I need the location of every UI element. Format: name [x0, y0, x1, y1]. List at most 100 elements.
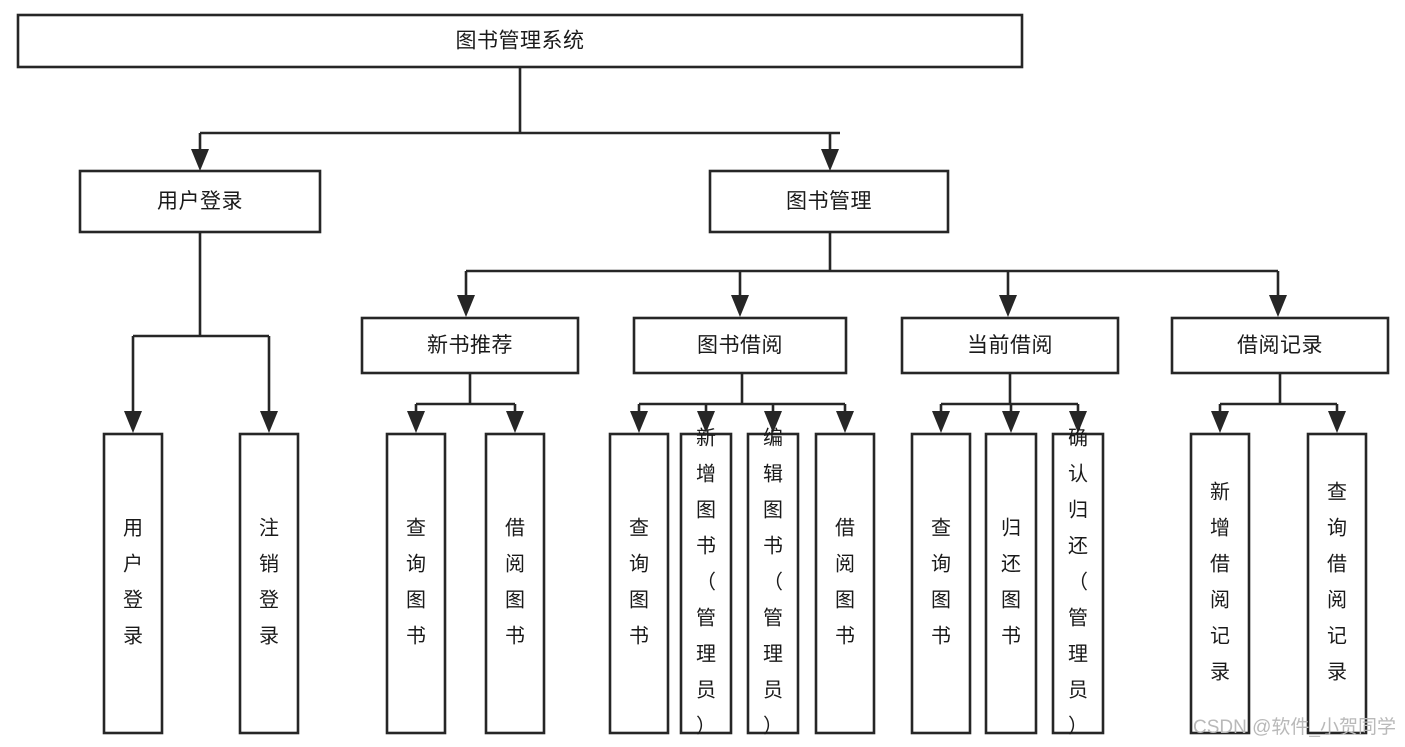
node-box	[608, 432, 670, 735]
connector-layer	[124, 67, 1346, 433]
connector-edge-cb-c2	[1002, 404, 1020, 433]
node-label: 图书管理系统	[456, 30, 585, 53]
node-box	[1051, 432, 1105, 735]
node-label: 新增图书（管理员）	[696, 427, 716, 738]
node-box	[238, 432, 300, 735]
node-box	[984, 432, 1038, 735]
connector-edge-br-c2	[1328, 404, 1346, 433]
node-label: 注销登录	[259, 517, 279, 648]
node-label: 当前借阅	[967, 334, 1053, 357]
node-label: 用户登录	[123, 518, 143, 648]
node-box	[814, 432, 876, 735]
node-new-book-recommend[interactable]: 新书推荐	[360, 316, 580, 375]
arrow-head-icon	[630, 411, 648, 433]
node-label: 归还图书	[1001, 517, 1021, 648]
node-box	[1306, 432, 1368, 735]
connector-edge-bm-current	[999, 271, 1017, 317]
arrow-head-icon	[697, 411, 715, 433]
connector-edge-bb-c1	[630, 404, 648, 433]
arrow-head-icon	[191, 149, 209, 171]
node-box	[632, 316, 848, 375]
node-label: 查询图书	[629, 517, 649, 648]
arrow-head-icon	[836, 411, 854, 433]
node-label: 查询图书	[931, 517, 951, 648]
connector-edge-cb-c1	[932, 404, 950, 433]
node-label: 图书管理	[786, 190, 872, 213]
arrow-head-icon	[731, 295, 749, 317]
connector-edge-cb-c3	[1069, 404, 1087, 433]
arrow-head-icon	[764, 411, 782, 433]
arrow-head-icon	[1211, 411, 1229, 433]
node-label: 用户登录	[157, 190, 243, 213]
node-box	[360, 316, 580, 375]
node-box	[708, 169, 950, 234]
node-label: 借阅图书	[505, 517, 525, 648]
connector-edge-root-book-manage	[821, 133, 839, 171]
arrow-head-icon	[1269, 295, 1287, 317]
arrow-head-icon	[457, 295, 475, 317]
node-layer: 图书管理系统用户登录图书管理新书推荐图书借阅当前借阅借阅记录用户登录注销登录查询…	[16, 13, 1390, 738]
arrow-head-icon	[999, 295, 1017, 317]
connector-edge-bm-borrow	[731, 271, 749, 317]
node-leaf-query-record[interactable]: 查询借阅记录	[1306, 432, 1368, 735]
connector-edge-root-user-login	[191, 133, 209, 171]
node-current-borrow[interactable]: 当前借阅	[900, 316, 1120, 375]
node-box	[900, 316, 1120, 375]
connector-edge-nbr-c1	[407, 404, 425, 433]
node-leaf-query-book-2[interactable]: 查询图书	[608, 432, 670, 735]
node-book-borrow[interactable]: 图书借阅	[632, 316, 848, 375]
arrow-head-icon	[1069, 411, 1087, 433]
arrow-head-icon	[506, 411, 524, 433]
connector-edge-bm-new-book	[457, 271, 475, 317]
csdn-watermark: CSDN @软件_小贺同学	[1193, 716, 1396, 738]
node-box	[16, 13, 1024, 69]
node-box	[910, 432, 972, 735]
node-leaf-edit-book[interactable]: 编辑图书（管理员）	[746, 427, 800, 738]
node-leaf-add-book[interactable]: 新增图书（管理员）	[679, 427, 733, 738]
node-leaf-add-record[interactable]: 新增借阅记录	[1189, 432, 1251, 735]
arrow-head-icon	[932, 411, 950, 433]
node-label: 查询借阅记录	[1327, 481, 1347, 684]
arrow-head-icon	[821, 149, 839, 171]
arrow-head-icon	[260, 411, 278, 433]
node-book-manage[interactable]: 图书管理	[708, 169, 950, 234]
node-box	[1189, 432, 1251, 735]
node-leaf-return-book[interactable]: 归还图书	[984, 432, 1038, 735]
node-box	[746, 432, 800, 735]
node-leaf-query-book-1[interactable]: 查询图书	[385, 432, 447, 735]
node-label: 借阅图书	[835, 517, 855, 648]
connector-edge-bb-c3	[764, 404, 782, 433]
connector-edge-login-c1	[124, 336, 142, 433]
connector-edge-br-c1	[1211, 404, 1229, 433]
node-box	[385, 432, 447, 735]
arrow-head-icon	[1002, 411, 1020, 433]
node-label: 确认归还（管理员）	[1068, 427, 1088, 738]
node-label: 借阅记录	[1237, 334, 1323, 357]
node-box	[1170, 316, 1390, 375]
node-box	[102, 432, 164, 735]
node-label: 图书借阅	[697, 334, 783, 357]
connector-edge-login-c2	[260, 336, 278, 433]
node-leaf-confirm-return[interactable]: 确认归还（管理员）	[1051, 427, 1105, 738]
node-leaf-query-book-3[interactable]: 查询图书	[910, 432, 972, 735]
connector-edge-nbr-c2	[506, 404, 524, 433]
node-borrow-record[interactable]: 借阅记录	[1170, 316, 1390, 375]
node-box	[78, 169, 322, 234]
node-user-login[interactable]: 用户登录	[78, 169, 322, 234]
node-leaf-logout[interactable]: 注销登录	[238, 432, 300, 735]
node-root[interactable]: 图书管理系统	[16, 13, 1024, 69]
node-label: 新增借阅记录	[1210, 481, 1230, 684]
node-leaf-user-login[interactable]: 用户登录	[102, 432, 164, 735]
node-box	[484, 432, 546, 735]
node-leaf-borrow-book-2[interactable]: 借阅图书	[814, 432, 876, 735]
node-label: 新书推荐	[427, 334, 513, 357]
connector-edge-bb-c4	[836, 404, 854, 433]
connector-edge-bm-record	[1269, 271, 1287, 317]
arrow-head-icon	[124, 411, 142, 433]
arrow-head-icon	[407, 411, 425, 433]
node-box	[679, 432, 733, 735]
arrow-head-icon	[1328, 411, 1346, 433]
node-leaf-borrow-book-1[interactable]: 借阅图书	[484, 432, 546, 735]
